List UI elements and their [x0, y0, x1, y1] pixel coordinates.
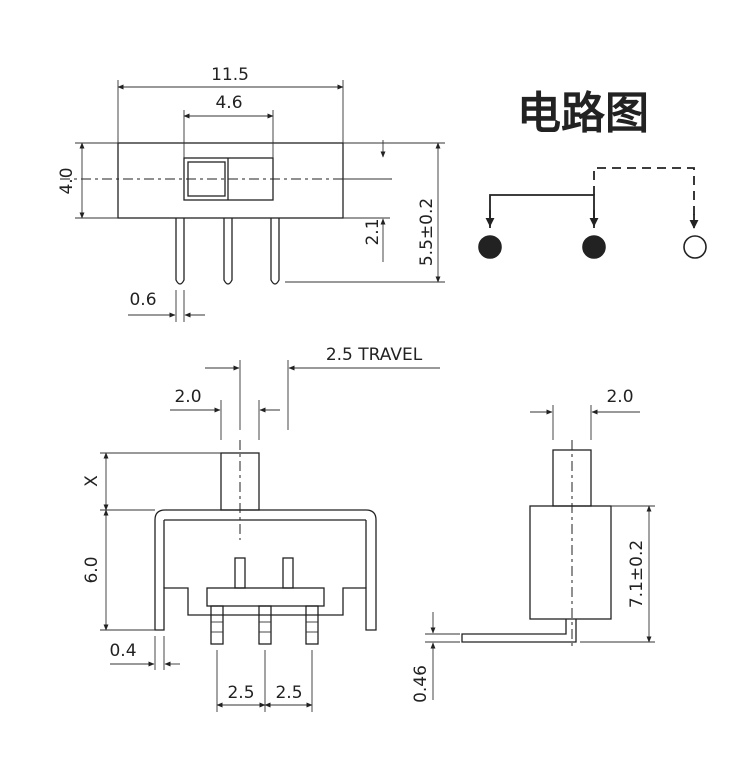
- front-bracket-label: 0.4: [109, 641, 136, 661]
- circuit-dashed-path: [593, 167, 695, 226]
- travel-label: 2.5 TRAVEL: [326, 345, 423, 365]
- side-knob-width-label: 2.0: [606, 387, 633, 407]
- terminal-1-icon: [478, 235, 502, 259]
- front-view-housing: [154, 509, 377, 631]
- circuit-title: 电路图: [517, 88, 649, 139]
- top-view-body: [117, 142, 344, 219]
- top-view-pins: [175, 218, 280, 285]
- front-view: 2.5 TRAVEL 2.0 X 6.0 0.4 2.5 2.5: [82, 345, 440, 712]
- top-pin-offset-label: 2.1: [363, 218, 383, 245]
- terminal-2-icon: [582, 235, 606, 259]
- front-view-pins: [210, 605, 319, 645]
- top-height-label: 4.0: [57, 167, 77, 194]
- top-pin-width-label: 0.6: [129, 290, 156, 310]
- front-body-height-label: 6.0: [82, 556, 102, 583]
- front-knob-height-label: X: [82, 475, 102, 487]
- circuit-solid-path: [489, 194, 595, 228]
- side-height-label: 7.1±0.2: [627, 540, 647, 608]
- side-thickness-label: 0.46: [411, 665, 431, 703]
- side-view-body: [529, 505, 612, 620]
- circuit-diagram: [478, 167, 707, 259]
- side-view: 2.0 7.1±0.2 0.46: [411, 387, 655, 703]
- top-width-label: 11.5: [211, 65, 249, 85]
- top-pin-length-label: 5.5±0.2: [417, 198, 437, 266]
- top-actuator-label: 4.6: [215, 93, 242, 113]
- top-view: 11.5 4.6 4.0 2.1 5.5±0.2 0.6: [57, 65, 445, 322]
- pitch-left-label: 2.5: [227, 683, 254, 703]
- terminal-3-icon: [683, 235, 707, 259]
- side-view-lead: [461, 619, 577, 643]
- front-knob-width-label: 2.0: [174, 387, 201, 407]
- pitch-right-label: 2.5: [275, 683, 302, 703]
